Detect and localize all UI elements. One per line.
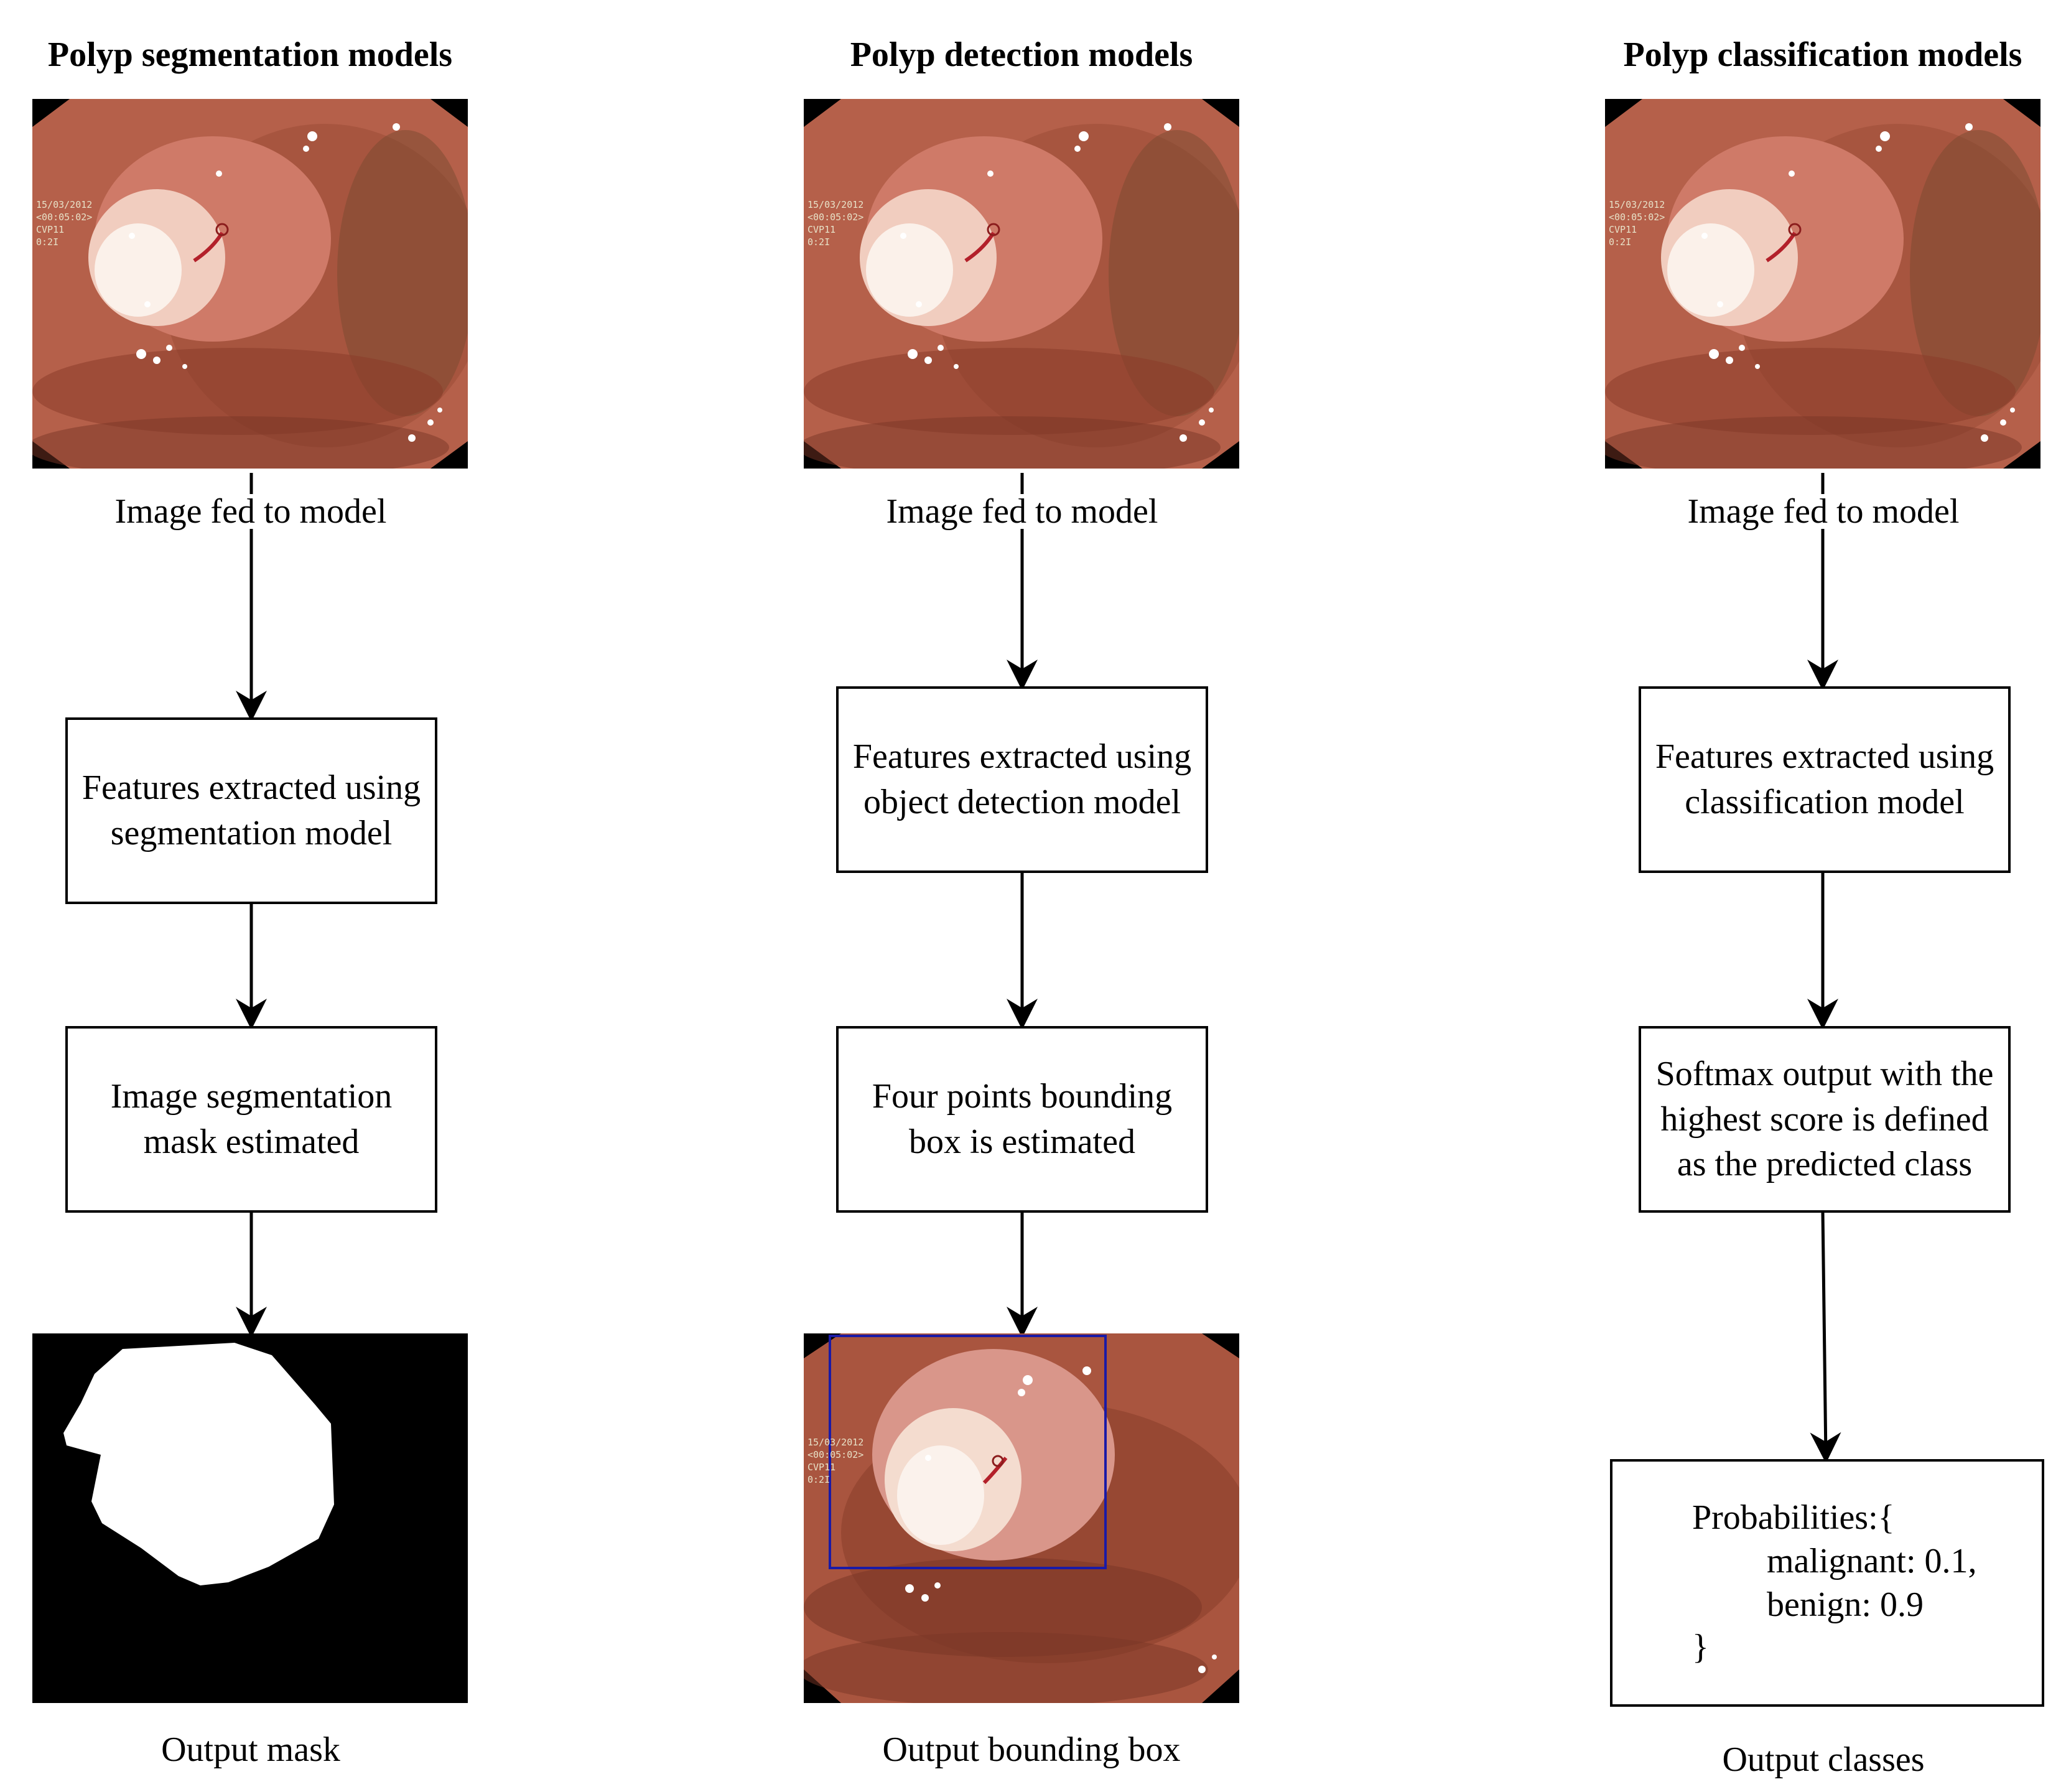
box-text: Image segmentation mask estimated xyxy=(111,1074,393,1165)
overlay-code: CVP11 xyxy=(807,1462,835,1473)
output-probabilities-box: Probabilities:{ malignant: 0.1, benign: … xyxy=(1610,1459,2044,1707)
box-text-line: Features extracted using xyxy=(81,768,421,808)
overlay-zoom: 0:2I xyxy=(807,1474,830,1485)
box-text-line: segmentation model xyxy=(110,814,393,852)
detection-feature-box: Features extracted using object detection… xyxy=(836,686,1208,873)
overlay-zoom: 0:2I xyxy=(807,236,830,248)
overlay-date: 15/03/2012 xyxy=(807,1437,863,1448)
segmentation-mask-box: Image segmentation mask estimated xyxy=(65,1026,437,1213)
overlay-time: <00:05:02> xyxy=(807,212,863,223)
overlay-zoom: 0:2I xyxy=(1609,236,1631,248)
probabilities-open: Probabilities:{ xyxy=(1692,1498,1895,1537)
overlay-time: <00:05:02> xyxy=(36,212,92,223)
mask-shape xyxy=(63,1343,334,1585)
segmentation-feature-box: Features extracted using segmentation mod… xyxy=(65,717,437,904)
box-text: Features extracted using object detection… xyxy=(853,734,1191,825)
box-text-line: highest score is defined xyxy=(1660,1099,1989,1139)
box-text-line: Image segmentation xyxy=(110,1077,393,1116)
bounding-box xyxy=(829,1335,1107,1569)
overlay-code: CVP11 xyxy=(807,224,835,235)
overlay-date: 15/03/2012 xyxy=(1609,199,1665,210)
overlay-code: CVP11 xyxy=(1609,224,1637,235)
overlay-date: 15/03/2012 xyxy=(36,199,92,210)
probability-malignant: malignant: 0.1, xyxy=(1767,1542,1977,1580)
output-classes-caption: Output classes xyxy=(1722,1740,1925,1779)
box-text-line: classification model xyxy=(1685,783,1965,821)
segmentation-column-title: Polyp segmentation models xyxy=(47,35,453,74)
output-mask-caption: Output mask xyxy=(161,1730,340,1769)
box-text: Softmax output with the highest score is … xyxy=(1656,1052,1994,1187)
detection-input-caption: Image fed to model xyxy=(867,494,1177,529)
output-mask-image xyxy=(32,1333,468,1703)
segmentation-input-caption: Image fed to model xyxy=(96,494,406,529)
probability-benign: benign: 0.9 xyxy=(1767,1585,1924,1624)
output-bbox-image: 15/03/2012 <00:05:02> CVP11 0:2I xyxy=(804,1333,1239,1703)
box-text-line: object detection model xyxy=(863,783,1181,821)
overlay-time: <00:05:02> xyxy=(807,1449,863,1460)
overlay-code: CVP11 xyxy=(36,224,64,235)
box-text-line: Features extracted using xyxy=(852,737,1192,777)
classification-column-title: Polyp classification models xyxy=(1623,35,2022,74)
probabilities-close: } xyxy=(1692,1628,1709,1666)
overlay-date: 15/03/2012 xyxy=(807,199,863,210)
classification-softmax-box: Softmax output with the highest score is … xyxy=(1639,1026,2011,1213)
box-text-line: box is estimated xyxy=(909,1122,1135,1161)
overlay-time: <00:05:02> xyxy=(1609,212,1665,223)
box-text-line: Four points bounding xyxy=(872,1077,1173,1116)
box-text: Features extracted using segmentation mod… xyxy=(82,765,421,856)
output-bbox-caption: Output bounding box xyxy=(882,1730,1181,1769)
cls-arrow-output xyxy=(1810,1211,1841,1463)
classification-feature-box: Features extracted using classification m… xyxy=(1639,686,2011,873)
box-text: Features extracted using classification m… xyxy=(1655,734,1994,825)
box-text-line: Softmax output with the xyxy=(1655,1054,1994,1093)
box-text-line: mask estimated xyxy=(143,1122,360,1161)
detection-bbox-box: Four points bounding box is estimated xyxy=(836,1026,1208,1213)
box-text-line: as the predicted class xyxy=(1677,1145,1973,1184)
detection-column-title: Polyp detection models xyxy=(850,35,1193,74)
box-text-line: Features extracted using xyxy=(1655,737,1994,777)
classification-input-caption: Image fed to model xyxy=(1668,494,1978,529)
overlay-zoom: 0:2I xyxy=(36,236,58,248)
box-text: Four points bounding box is estimated xyxy=(872,1074,1172,1165)
